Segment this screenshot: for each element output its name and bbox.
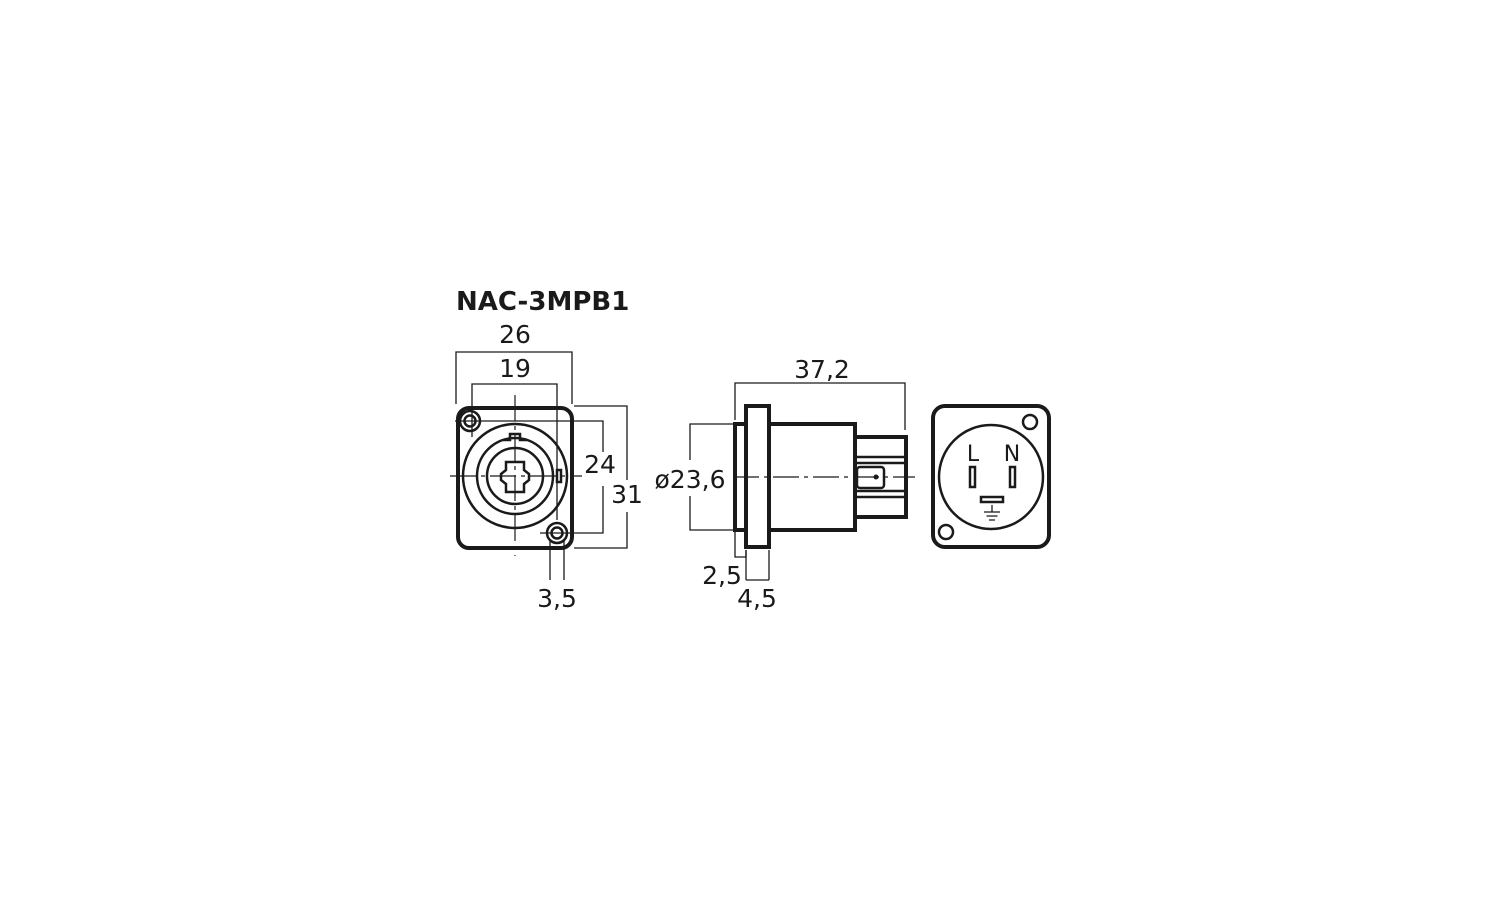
dim-4-5: 4,5 — [737, 584, 777, 613]
side-view: 37,2 ø23,6 2,5 4,5 — [655, 355, 915, 613]
dim-19: 19 — [499, 354, 531, 383]
rear-flange — [931, 404, 1051, 549]
ground-icon — [984, 505, 1000, 521]
dim-24: 24 — [584, 450, 616, 479]
live-slot — [968, 465, 977, 489]
center-key — [499, 460, 531, 494]
dim-31: 31 — [611, 480, 643, 509]
dim-26: 26 — [499, 320, 531, 349]
dim-37-2: 37,2 — [794, 355, 850, 384]
rear-view: L N — [931, 404, 1051, 549]
label-live: L — [967, 442, 980, 467]
mounting-hole-bottom-left — [937, 523, 955, 541]
model-title: NAC-3MPB1 — [456, 287, 629, 317]
dim-3-5: 3,5 — [537, 584, 577, 613]
mounting-hole-top-right — [1021, 413, 1039, 431]
neutral-slot — [1008, 465, 1017, 489]
dim-2-5: 2,5 — [702, 561, 742, 590]
ground-slot — [979, 495, 1005, 504]
dim-diameter-23-6: ø23,6 — [655, 465, 726, 494]
key-notch — [503, 432, 527, 442]
front-view: 26 19 24 31 3,5 — [450, 320, 643, 613]
label-neutral: N — [1004, 442, 1020, 467]
rear-face-circle — [937, 423, 1045, 531]
